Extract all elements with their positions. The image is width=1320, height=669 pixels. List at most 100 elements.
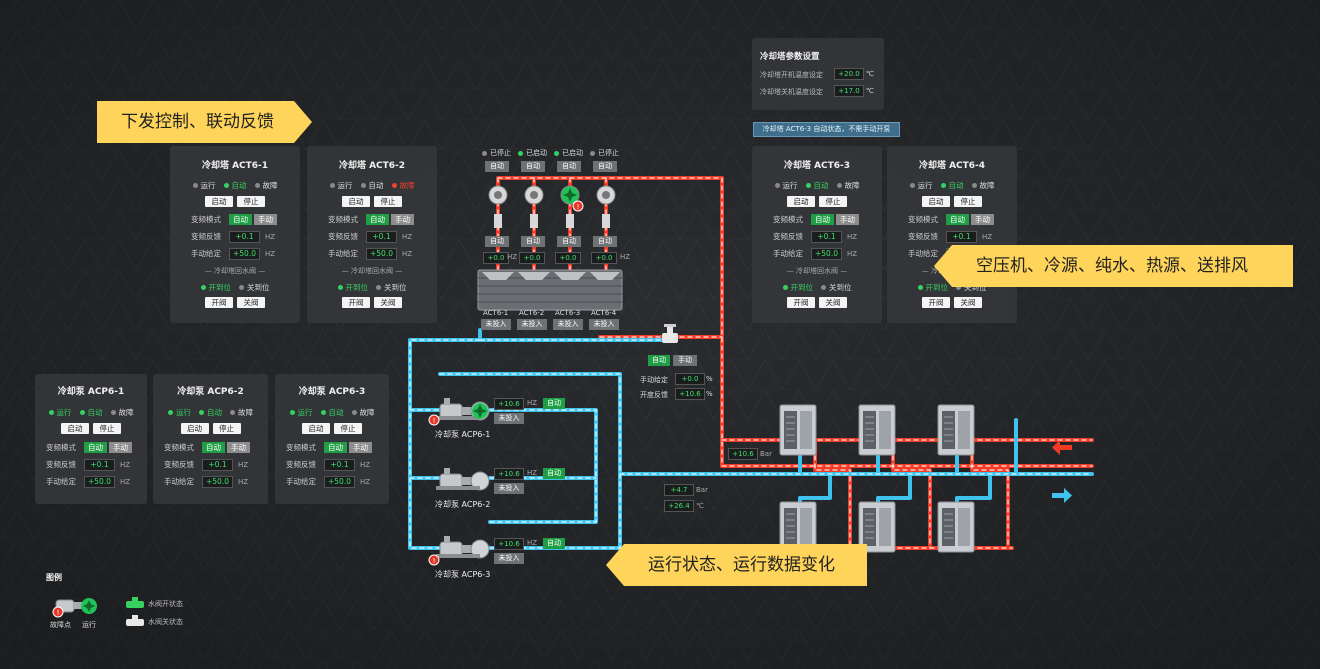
vf-feedback-value: +0.1 <box>811 230 842 243</box>
fan-mode-button[interactable]: 自动 <box>521 161 545 172</box>
open-valve-button[interactable]: 开阀 <box>922 297 950 308</box>
callout-status: 运行状态、运行数据变化 <box>606 544 867 586</box>
manual-button[interactable]: 手动 <box>349 442 372 453</box>
start-button[interactable]: 启动 <box>787 196 815 207</box>
fan-mode-button[interactable]: 自动 <box>485 161 509 172</box>
hz-unit: HZ <box>360 477 371 486</box>
status-dot-icon <box>254 183 260 188</box>
manual-set-input[interactable]: +50.0 <box>202 475 233 488</box>
manual-button[interactable]: 手动 <box>391 214 414 225</box>
manual-set-input[interactable]: +50.0 <box>84 475 115 488</box>
status-dot-icon <box>917 285 923 290</box>
pump-hz-value: +10.6 <box>494 538 524 550</box>
start-button[interactable]: 启动 <box>342 196 370 207</box>
vf-mode-label: 变频模式 <box>908 215 938 224</box>
auto-button[interactable]: 自动 <box>324 442 347 453</box>
fan-mode-button[interactable]: 自动 <box>557 161 581 172</box>
start-button[interactable]: 启动 <box>302 423 330 434</box>
pump-name: 冷却泵 ACP6-2 <box>435 500 491 509</box>
close-valve-button[interactable]: 关阀 <box>954 297 982 308</box>
legend-fault-label: 故障点 <box>50 621 71 629</box>
auto-indicator: 自动 <box>360 180 384 191</box>
fault-marker-icon: ! ! <box>428 414 440 566</box>
status-dot-icon <box>351 410 357 415</box>
pressure-unit: Bar <box>696 486 708 494</box>
manual-button[interactable]: 手动 <box>227 442 250 453</box>
stop-button[interactable]: 停止 <box>93 423 121 434</box>
stop-button[interactable]: 停止 <box>237 196 265 207</box>
stop-button[interactable]: 停止 <box>212 423 241 434</box>
manual-set-input[interactable]: +50.0 <box>366 247 397 260</box>
status-dot-icon <box>329 183 335 188</box>
stop-button[interactable]: 停止 <box>334 423 362 434</box>
fan-hz-value: +0.0 <box>591 252 617 264</box>
manual-set-input[interactable]: +50.0 <box>324 475 355 488</box>
stop-button[interactable]: 停止 <box>374 196 402 207</box>
hz-unit: HZ <box>527 469 538 477</box>
manual-button[interactable]: 手动 <box>109 442 132 453</box>
stop-button[interactable]: 停止 <box>819 196 847 207</box>
pump-auto-button[interactable]: 自动 <box>543 398 565 409</box>
close-valve-button[interactable]: 关阀 <box>374 297 402 308</box>
start-button[interactable]: 启动 <box>922 196 950 207</box>
pump-standby-button[interactable]: 未投入 <box>494 483 524 494</box>
valve-set-input[interactable]: +0.0 <box>675 373 705 385</box>
open-valve-button[interactable]: 开阀 <box>205 297 233 308</box>
pressure-reading-2: +4.7 <box>664 484 694 496</box>
tower-panel-act6-4: 冷却塔 ACT6-4 运行 自动 故障 启动 停止 变频模式 自动 手动 变频反… <box>887 146 1017 323</box>
auto-button[interactable]: 自动 <box>811 214 834 225</box>
valve-manual-button[interactable]: 手动 <box>673 355 697 366</box>
run-indicator: 运行 <box>192 180 216 191</box>
close-valve-button[interactable]: 关阀 <box>237 297 265 308</box>
auto-button[interactable]: 自动 <box>84 442 107 453</box>
auto-button[interactable]: 自动 <box>366 214 389 225</box>
auto-button[interactable]: 自动 <box>202 442 225 453</box>
fault-indicator: 故障 <box>230 407 253 418</box>
stop-button[interactable]: 停止 <box>954 196 982 207</box>
pump-standby-button[interactable]: 未投入 <box>494 553 524 564</box>
manual-set-input[interactable]: +50.0 <box>229 247 260 260</box>
tower-title: 冷却塔 ACT6-2 <box>338 161 406 171</box>
hz-unit: HZ <box>360 460 371 469</box>
fan-riser-mode-button[interactable]: 自动 <box>593 236 617 247</box>
manual-set-input[interactable]: +50.0 <box>811 247 842 260</box>
close-temp-input[interactable]: +17.0 <box>834 85 864 97</box>
auto-button[interactable]: 自动 <box>946 214 969 225</box>
manual-button[interactable]: 手动 <box>971 214 994 225</box>
fan-standby-button[interactable]: 未投入 <box>553 319 583 330</box>
status-dot-icon <box>554 150 559 156</box>
fan-standby-button[interactable]: 未投入 <box>589 319 619 330</box>
status-dot-icon <box>239 285 244 290</box>
open-valve-button[interactable]: 开阀 <box>787 297 815 308</box>
fan-riser-mode-button[interactable]: 自动 <box>485 236 509 247</box>
open-temp-input[interactable]: +20.0 <box>834 68 864 80</box>
params-title: 冷却塔参数设置 <box>760 52 820 62</box>
fan-mode-button[interactable]: 自动 <box>593 161 617 172</box>
tower-title: 冷却塔 ACT6-3 <box>783 161 851 171</box>
manual-button[interactable]: 手动 <box>254 214 277 225</box>
auto-button[interactable]: 自动 <box>229 214 252 225</box>
fan-standby-button[interactable]: 未投入 <box>481 319 511 330</box>
fan-riser-mode-button[interactable]: 自动 <box>521 236 545 247</box>
vf-mode-label: 变频模式 <box>46 443 76 452</box>
tower-params-panel: 冷却塔参数设置 冷却塔开机温度设定 +20.0 ℃ 冷却塔关机温度设定 +17.… <box>752 38 884 110</box>
valve-auto-button[interactable]: 自动 <box>648 355 670 366</box>
svg-text:!: ! <box>433 557 436 565</box>
fan-hz-value: +0.0 <box>519 252 545 264</box>
pump-standby-button[interactable]: 未投入 <box>494 413 524 424</box>
manual-button[interactable]: 手动 <box>836 214 859 225</box>
fan-unit-name: ACT6-4 <box>591 309 617 317</box>
vf-feedback-label: 变频反馈 <box>328 232 358 241</box>
close-valve-button[interactable]: 关阀 <box>819 297 847 308</box>
start-button[interactable]: 启动 <box>61 423 89 434</box>
fan-standby-button[interactable]: 未投入 <box>517 319 547 330</box>
status-dot-icon <box>79 410 85 415</box>
open-valve-button[interactable]: 开阀 <box>342 297 370 308</box>
fan-riser-mode-button[interactable]: 自动 <box>557 236 581 247</box>
pump-auto-button[interactable]: 自动 <box>543 468 565 479</box>
pump-auto-button[interactable]: 自动 <box>543 538 565 549</box>
start-button[interactable]: 启动 <box>180 423 209 434</box>
auto-indicator: 自动 <box>79 407 103 418</box>
hz-unit: HZ <box>238 460 249 469</box>
start-button[interactable]: 启动 <box>205 196 233 207</box>
